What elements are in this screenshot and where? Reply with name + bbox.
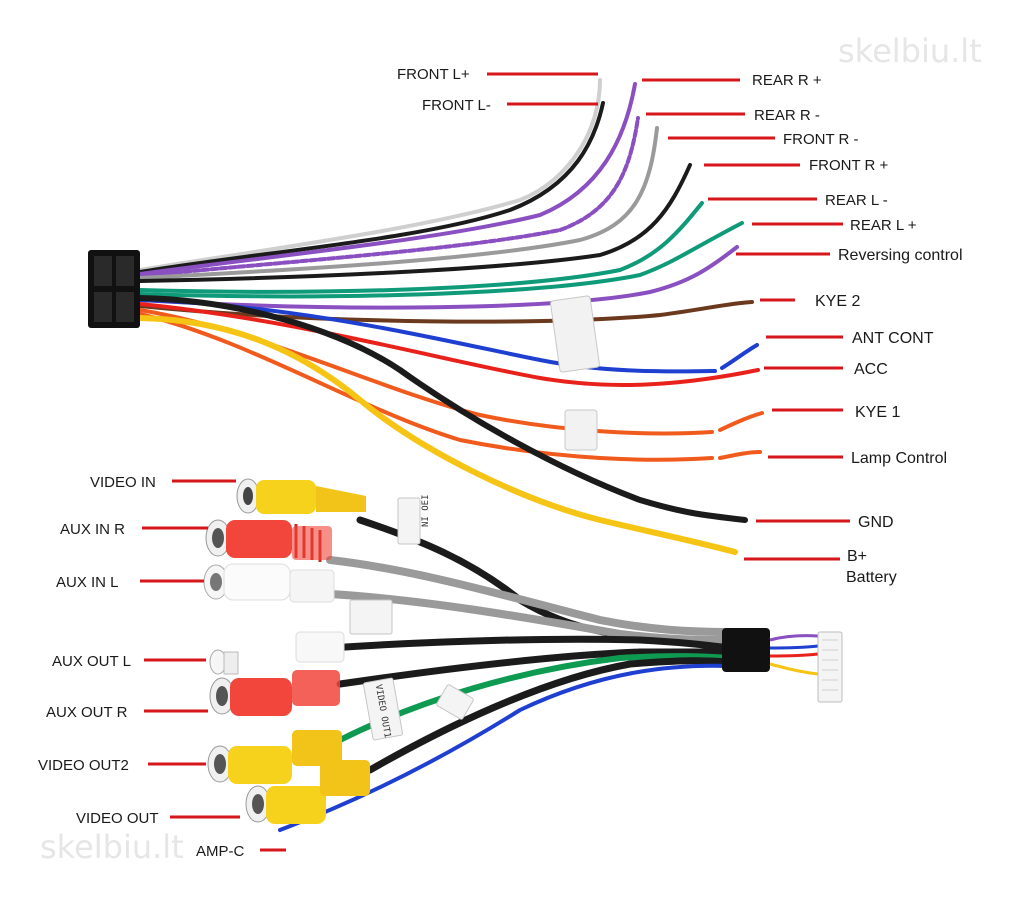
bottom-connector [722,628,843,703]
label-aux-in-l: AUX IN L [56,574,119,591]
label-kye-2: KYE 2 [815,293,860,310]
wire-aux-out-l [326,635,734,652]
leader-lines-right [487,72,850,561]
label-battery: Battery [846,569,897,586]
wire-aux-out-r [336,648,734,688]
wire-battery [137,315,738,555]
label-kye-1: KYE 1 [855,404,900,421]
wire-aux-in-l [326,590,734,644]
label-video-out: VIDEO OUT [76,810,159,827]
label-front-l-plus: FRONT L+ [397,66,470,83]
rca-connectors [203,478,370,824]
wire-lamp [138,312,714,462]
label-amp-c: AMP-C [196,843,245,860]
label-front-l-minus: FRONT L- [422,97,491,114]
rca-aux-in-l [203,563,335,603]
top-harness-wires [137,78,764,555]
rca-aux-in-r [205,519,332,562]
label-b-plus: B+ [847,548,867,565]
label-ant-cont: ANT CONT [852,330,934,347]
wire-front-r-plus [138,163,692,283]
top-connector [88,250,140,328]
wire-rear-r-minus [138,116,640,278]
wire-rear-r-plus [138,82,637,276]
wire-rear-l-minus [138,201,704,294]
wire-ant-cont [138,298,717,374]
wire-ant-cont-end [720,343,759,370]
label-rear-l-plus: REAR L + [850,217,917,234]
rca-video-out2 [207,730,342,784]
wire-front-r-minus [138,126,659,280]
wire-rear-l-plus [138,221,744,299]
rca-video-in [236,478,366,514]
label-rear-r-plus: REAR R + [752,72,822,89]
label-front-r-minus: FRONT R - [783,131,859,148]
label-rear-l-minus: REAR L - [825,192,888,209]
label-video-out2: VIDEO OUT2 [38,757,129,774]
label-acc: ACC [854,361,888,378]
wire-video-out [366,657,734,774]
label-aux-in-r: AUX IN R [60,521,125,538]
wire-gnd [137,295,748,523]
rca-aux-out-l [209,631,345,675]
rca-aux-out-r [209,670,340,716]
leader-lines-left [140,479,286,852]
watermark-top: skelbiu.lt [838,32,982,70]
rca-video-out [245,760,370,824]
wire-front-l-plus [138,78,602,272]
wire-kye-1-end [718,411,764,432]
video-in-tag: NI OEI [421,494,431,527]
label-rear-r-minus: REAR R - [754,107,820,124]
watermark-bottom: skelbiu.lt [40,828,184,866]
label-lamp-control: Lamp Control [851,450,947,467]
bottom-tags: NI OEI VIDEO OUT1 [349,494,474,741]
wire-lamp-end [718,450,762,460]
wire-acc [138,302,760,387]
wire-video-out2 [337,653,733,743]
labels-right: FRONT L+ FRONT L- REAR R + REAR R - FRON… [397,66,963,586]
labels-left: VIDEO IN AUX IN R AUX IN L AUX OUT L AUX… [38,474,245,860]
label-front-r-plus: FRONT R + [809,157,889,174]
label-reversing-control: Reversing control [838,247,963,264]
label-aux-out-r: AUX OUT R [46,704,128,721]
label-video-in: VIDEO IN [90,474,156,491]
wire-front-l-minus [138,101,605,274]
wire-amp-c [278,663,732,832]
top-tags [550,295,600,451]
label-aux-out-l: AUX OUT L [52,653,131,670]
wire-aux-in-r [326,556,734,636]
label-gnd: GND [858,514,894,531]
